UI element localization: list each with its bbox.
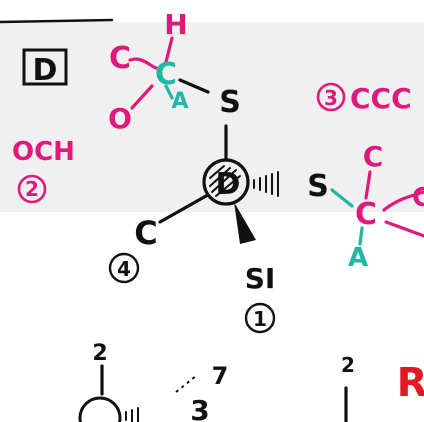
bond-c-s-top (178, 78, 210, 94)
rank3-circle (316, 82, 346, 112)
si-label: SI (245, 262, 276, 295)
right-a-label: A (348, 243, 368, 273)
stereocenter-hatching (209, 165, 241, 197)
bond-ctop-c (364, 170, 372, 200)
bond-h-c (164, 36, 174, 64)
rank2-number: 2 (25, 177, 39, 201)
bond-c-o (130, 84, 154, 110)
rank2-circle (17, 174, 47, 204)
left-c-label: C (134, 214, 157, 252)
bottom-3-label: 3 (190, 394, 209, 422)
top-h-label: H (164, 8, 187, 41)
config-box-label: D (33, 53, 58, 88)
top-c-center-label: C (155, 57, 177, 92)
bottom-stereocenter (78, 396, 122, 422)
bond-c-right-up (382, 190, 424, 212)
och-label: OCH (12, 137, 75, 167)
rank1-circle (244, 302, 276, 334)
bond-cleft-c (128, 57, 158, 70)
bottom-2-left-label: 2 (92, 341, 107, 366)
right-c-center-label: C (355, 197, 377, 232)
bottom-r-label: R (397, 360, 424, 406)
right-c-top-label: C (363, 140, 384, 173)
bottom-dotted-line (175, 375, 197, 393)
rank3-number: 3 (324, 86, 338, 110)
rank4-number: 4 (117, 257, 131, 281)
rank4-circle (108, 252, 140, 284)
top-s-label: S (219, 85, 241, 120)
right-partial-label: C (412, 183, 424, 213)
rank3-text: CCC (350, 82, 412, 115)
bond-c-a-right (358, 226, 364, 246)
top-a-label: A (171, 89, 188, 114)
tinted-background (0, 22, 424, 212)
bottom-2-right-label: 2 (341, 353, 355, 377)
stereocenter-circle (202, 158, 250, 206)
rank1-number: 1 (253, 307, 267, 331)
bottom-hashed-bond (125, 407, 139, 422)
center-atom-label: D (216, 167, 241, 202)
wedge-bond-si (234, 202, 256, 244)
config-box (22, 48, 68, 86)
top-rule-line (0, 18, 114, 24)
right-s-label: S (307, 169, 329, 204)
bond-c-right-down (384, 220, 424, 238)
hashed-bond-right (253, 171, 279, 197)
top-o-label: O (108, 102, 132, 135)
top-c-left-label: C (109, 41, 131, 76)
bond-s-c-right (330, 188, 354, 208)
bond-c-a (164, 84, 174, 100)
bond-center-left (158, 194, 208, 224)
bottom-7-label: 7 (212, 362, 229, 390)
